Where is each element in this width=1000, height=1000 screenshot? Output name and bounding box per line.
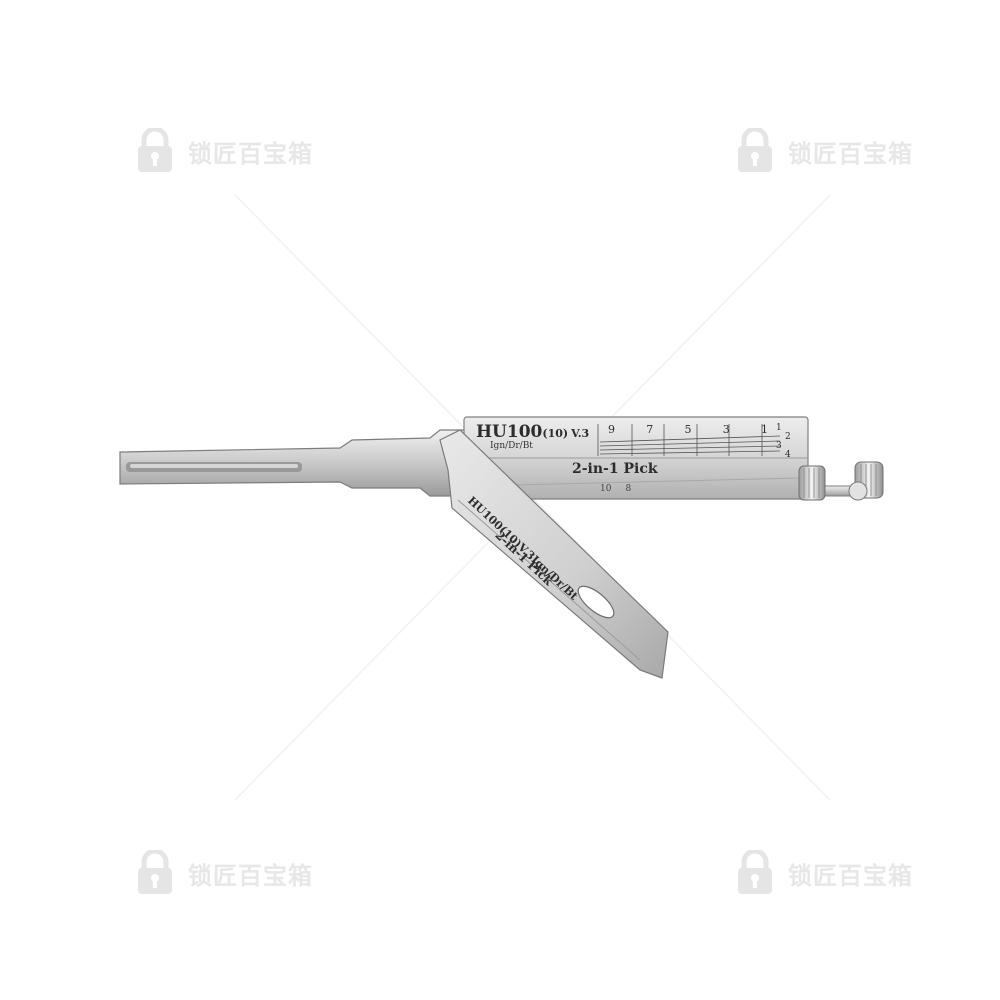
position-label: 5 [684,423,692,436]
watermark-brand-text: 锁匠百宝箱 [788,139,913,168]
main-depths: 1 2 3 4 [776,424,791,460]
main-label: 2-in-1 Pick [572,461,658,477]
watermark-top-left: 锁匠百宝箱 [130,128,313,174]
position-label: 8 [625,484,632,494]
watermark-brand-text: 锁匠百宝箱 [188,861,313,890]
padlock-logo-icon [738,128,772,172]
padlock-logo-icon [138,128,172,172]
depth-label: 3 [776,441,782,451]
depth-label: 1 [776,423,782,433]
main-variant: (10) [542,427,569,440]
main-positions: 9 7 5 3 1 [608,423,768,436]
padlock-logo-icon [138,850,172,894]
watermark-top-right: 锁匠百宝箱 [730,128,913,174]
main-model: HU100 [476,422,543,442]
padlock-logo-icon [738,850,772,894]
main-model-text: HU100(10)V.3 [476,422,589,442]
main-subtitle: Ign/Dr/Bt [490,441,533,451]
watermark-brand-text: 锁匠百宝箱 [788,861,913,890]
depth-label: 4 [785,450,791,460]
position-label: 1 [761,423,768,436]
position-label: 10 [600,484,612,494]
position-label: 3 [722,423,730,436]
depth-label: 2 [785,432,791,442]
position-label: 9 [608,423,615,436]
main-version: V.3 [571,427,590,440]
watermark-bottom-left: 锁匠百宝箱 [130,850,313,896]
lower-positions: 10 8 [600,484,631,494]
watermark-bottom-right: 锁匠百宝箱 [730,850,913,896]
position-label: 7 [646,423,654,436]
watermark-brand-text: 锁匠百宝箱 [188,139,313,168]
